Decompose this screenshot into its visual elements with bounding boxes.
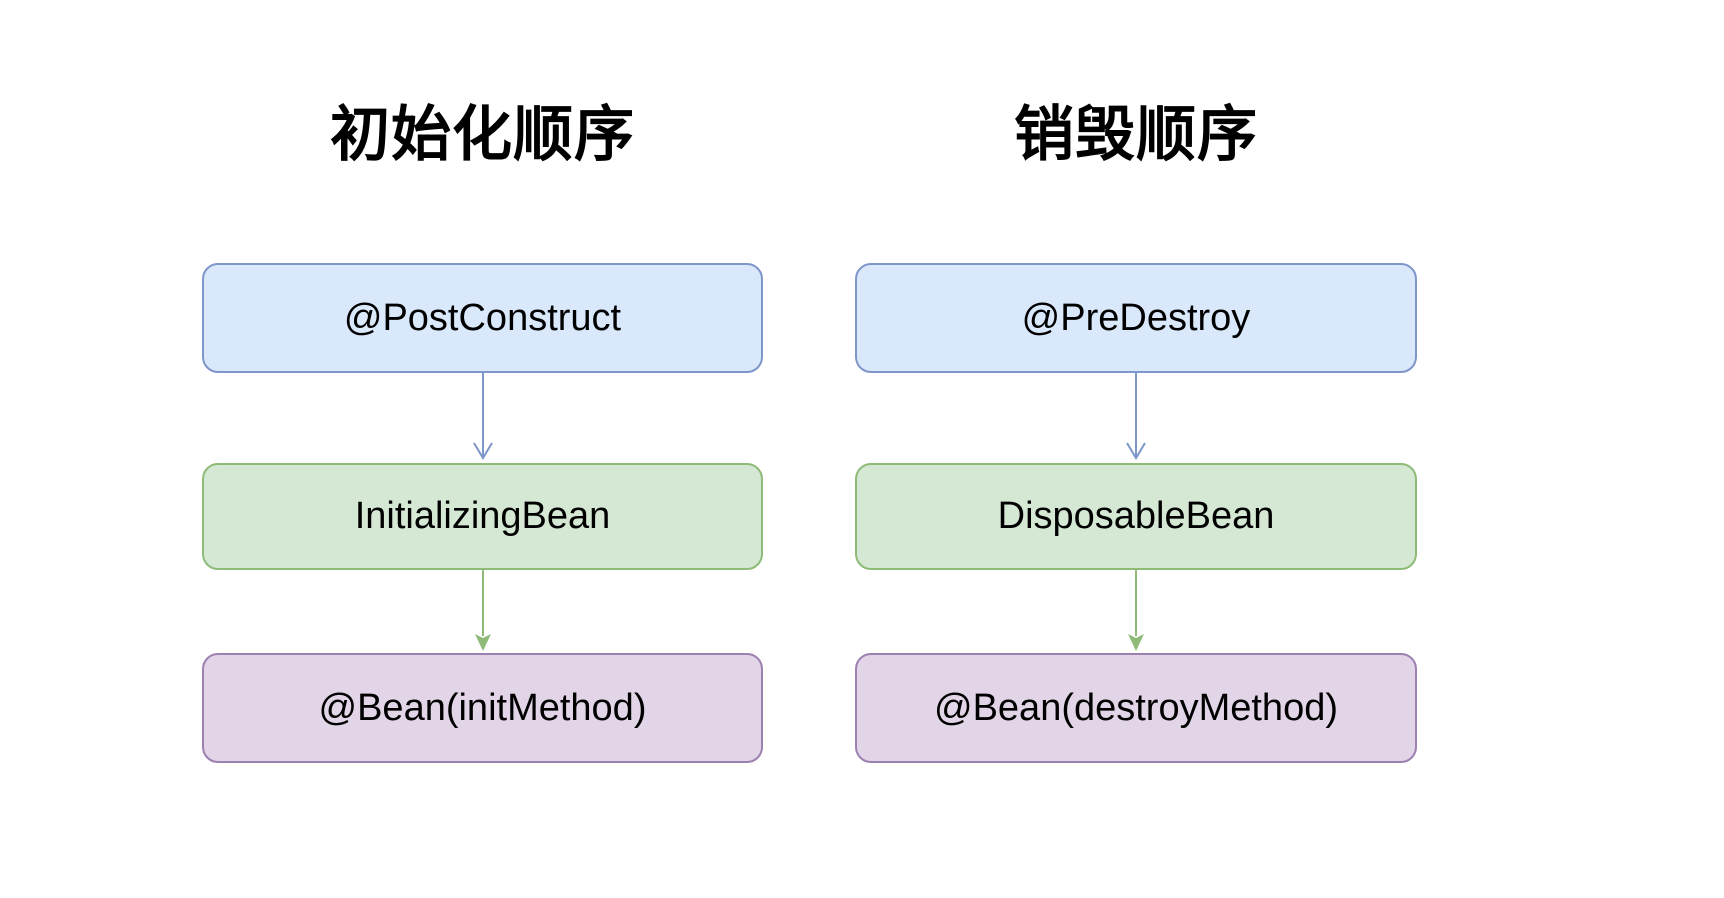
arrow-down-icon [472,373,493,460]
node-bean-init-method-label: @Bean(initMethod) [318,686,647,729]
node-post-construct-label: @PostConstruct [343,296,622,339]
destroy-order-column: 销毁顺序 @PreDestroy DisposableBean @Bean(de… [855,0,1417,898]
node-pre-destroy: @PreDestroy [855,263,1417,373]
arrow-down-icon [1126,373,1146,460]
arrow-down-icon [474,570,491,651]
node-bean-destroy-method: @Bean(destroyMethod) [855,653,1417,763]
node-disposable-bean-label: DisposableBean [997,495,1275,537]
node-pre-destroy-label: @PreDestroy [1021,296,1251,339]
init-order-title: 初始化顺序 [330,101,635,168]
arrow-down-icon [1128,570,1144,651]
node-bean-init-method: @Bean(initMethod) [202,653,763,763]
destroy-order-title: 销毁顺序 [1014,101,1258,168]
node-initializing-bean: InitializingBean [202,463,763,570]
init-order-column: 初始化顺序 @PostConstruct InitializingBean @B… [202,0,763,898]
node-post-construct: @PostConstruct [202,263,763,373]
node-bean-destroy-method-label: @Bean(destroyMethod) [934,686,1338,729]
node-initializing-bean-label: InitializingBean [354,495,611,537]
node-disposable-bean: DisposableBean [855,463,1417,570]
